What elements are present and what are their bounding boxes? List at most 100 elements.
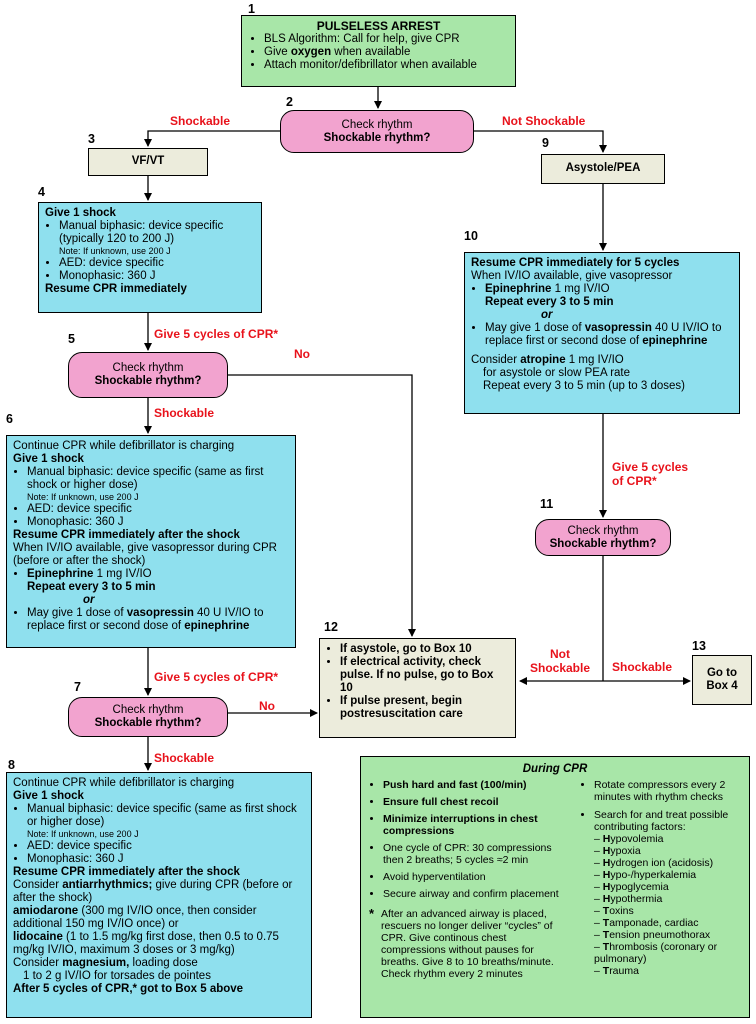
step-number-6: 6 [6, 412, 13, 426]
shockable-question: Shockable rhythm? [94, 375, 202, 387]
factor-list: – Hypovolemia– Hypoxia– Hydrogen ion (ac… [580, 833, 741, 977]
box8-end: After 5 cycles of CPR,* got to Box 5 abo… [13, 983, 244, 995]
box-vf-vt: VF/VT [88, 148, 208, 176]
label-give-cpr-10b: of CPR* [612, 474, 657, 488]
during-cpr-item: Push hard and fast (100/min) [383, 779, 574, 791]
box10-atropine: Consider atropine 1 mg IV/IO [471, 354, 624, 366]
box8-magnesium: Consider magnesium, loading dose [13, 957, 198, 969]
box-resume-cpr-10: Resume CPR immediately for 5 cycles When… [464, 252, 740, 414]
box10-line0: When IV/IO available, give vasopressor [471, 270, 673, 282]
box1-title: PULSELESS ARREST [316, 19, 441, 33]
box-give-shock-8: Continue CPR while defibrillator is char… [6, 772, 312, 1018]
shockable-question: Shockable rhythm? [323, 131, 431, 144]
box10-title: Resume CPR immediately for 5 cycles [471, 257, 680, 269]
box8-magnesium-dose: 1 to 2 g IV/IO for torsades de pointes [23, 970, 211, 982]
box-next-steps-12: If asystole, go to Box 10 If electrical … [319, 638, 516, 738]
during-cpr-item: Avoid hyperventilation [383, 871, 574, 883]
step-number-12: 12 [324, 620, 338, 634]
box8-title: Give 1 shock [13, 790, 84, 802]
box-give-shock-6: Continue CPR while defibrillator is char… [6, 435, 296, 648]
contributing-factor: – Hypovolemia [594, 833, 664, 845]
during-cpr-item: Secure airway and confirm placement [383, 888, 574, 900]
box10-vaso: May give 1 dose of vasopressin 40 U IV/I… [485, 322, 733, 348]
airway-note: * After an advanced airway is placed, re… [369, 907, 574, 980]
label-give-cpr-10a: Give 5 cycles [612, 460, 689, 474]
contributing-factor: – Tension pneumothorax [594, 929, 711, 941]
contributing-factor: – Hypoglycemia [594, 881, 669, 893]
label-give-cpr-6: Give 5 cycles of CPR* [154, 670, 279, 684]
box8-consider: Consider antiarrhythmics; give during CP… [13, 879, 293, 904]
label-give-cpr-4: Give 5 cycles of CPR* [154, 327, 279, 341]
box10-atropine-2: for asystole or slow PEA rate [483, 367, 631, 379]
step-number-1: 1 [248, 2, 255, 16]
box-check-rhythm-5: Check rhythm Shockable rhythm? [68, 352, 228, 398]
during-cpr-item: Minimize interruptions in chest compress… [383, 813, 574, 837]
step-number-10: 10 [464, 229, 478, 243]
box6-title: Give 1 shock [13, 453, 84, 465]
check-rhythm-label: Check rhythm [567, 524, 639, 537]
box4-line3: Monophasic: 360 J [59, 270, 255, 283]
shockable-question: Shockable rhythm? [549, 537, 657, 550]
box8-lidocaine: lidocaine (1 to 1.5 mg/kg first dose, th… [13, 931, 279, 956]
box4-line2: AED: device specific [59, 257, 255, 270]
box-check-rhythm-2: Check rhythm Shockable rhythm? [280, 110, 474, 153]
check-rhythm-label: Check rhythm [341, 118, 413, 131]
label-shockable-5: Shockable [154, 406, 215, 420]
contributing-factor: – Tamponade, cardiac [594, 917, 699, 929]
box12-line3: If pulse present, begin postresuscitatio… [340, 695, 509, 721]
box-asystole-pea: Asystole/PEA [541, 154, 665, 184]
step-number-2: 2 [286, 95, 293, 109]
box-pulseless-arrest: PULSELESS ARREST BLS Algorithm: Call for… [241, 15, 516, 87]
during-cpr-item: One cycle of CPR: 30 compressions then 2… [383, 842, 574, 866]
box-check-rhythm-11: Check rhythm Shockable rhythm? [535, 519, 671, 556]
shockable-question: Shockable rhythm? [94, 717, 202, 729]
box8-line1: Manual biphasic: device specific (same a… [27, 803, 305, 840]
during-cpr-right: Rotate compressors every 2 minutes with … [574, 779, 741, 980]
search-factors: Search for and treat possible contributi… [594, 809, 741, 833]
contributing-factor: – Hydrogen ion (acidosis) [594, 857, 714, 869]
during-cpr-item: Ensure full chest recoil [383, 796, 574, 808]
box12-line1: If asystole, go to Box 10 [340, 643, 509, 656]
contributing-factor: – Trauma [594, 965, 639, 977]
check-rhythm-label: Check rhythm [112, 362, 184, 374]
box12-line2: If electrical activity, check pulse. If … [340, 656, 509, 695]
label-no-5: No [294, 347, 310, 361]
step-number-9: 9 [542, 136, 549, 150]
label-shockable-7: Shockable [154, 751, 215, 765]
box8-amiodarone: amiodarone (300 mg IV/IO once, then cons… [13, 905, 257, 930]
box8-line0: Continue CPR while defibrillator is char… [13, 777, 235, 789]
box6-vaso: May give 1 dose of vasopressin 40 U IV/I… [27, 607, 289, 633]
contributing-factor: – Thrombosis (coronary or pulmonary) [594, 941, 718, 965]
box4-end: Resume CPR immediately [45, 283, 187, 295]
box4-title: Give 1 shock [45, 207, 116, 219]
contributing-factor: – Hypoxia [594, 845, 641, 857]
airway-note-text: After an advanced airway is placed, resc… [381, 908, 554, 980]
box6-line3: Monophasic: 360 J [27, 516, 289, 529]
label-no-7: No [259, 699, 275, 713]
rotate-compressors: Rotate compressors every 2 minutes with … [594, 779, 741, 803]
step-number-13: 13 [692, 639, 706, 653]
contributing-factor: – Hypo-/hyperkalemia [594, 869, 697, 881]
box-go-to-box4: Go to Box 4 [692, 655, 752, 705]
box8-line2: AED: device specific [27, 840, 305, 853]
contributing-factor: – Hypothermia [594, 893, 663, 905]
step-number-3: 3 [88, 132, 95, 146]
step-number-4: 4 [38, 185, 45, 199]
box-check-rhythm-7: Check rhythm Shockable rhythm? [68, 697, 228, 737]
box10-atropine-3: Repeat every 3 to 5 min (up to 3 doses) [483, 380, 685, 392]
during-cpr-left: Push hard and fast (100/min) Ensure full … [369, 779, 574, 980]
step-number-7: 7 [74, 680, 81, 694]
box6-line1: Manual biphasic: device specific (same a… [27, 466, 289, 503]
box6-line2: AED: device specific [27, 503, 289, 516]
box-give-shock-4: Give 1 shock Manual biphasic: device spe… [38, 202, 262, 313]
box6-line0: Continue CPR while defibrillator is char… [13, 440, 235, 452]
during-cpr-panel: During CPR Push hard and fast (100/min)E… [360, 756, 750, 1018]
box1-line3: Attach monitor/defibrillator when availa… [264, 59, 507, 72]
box8-resume: Resume CPR immediately after the shock [13, 866, 240, 878]
box10-or: or [541, 309, 553, 321]
box6-note: Note: If unknown, use 200 J [27, 492, 139, 502]
step-number-5: 5 [68, 332, 75, 346]
